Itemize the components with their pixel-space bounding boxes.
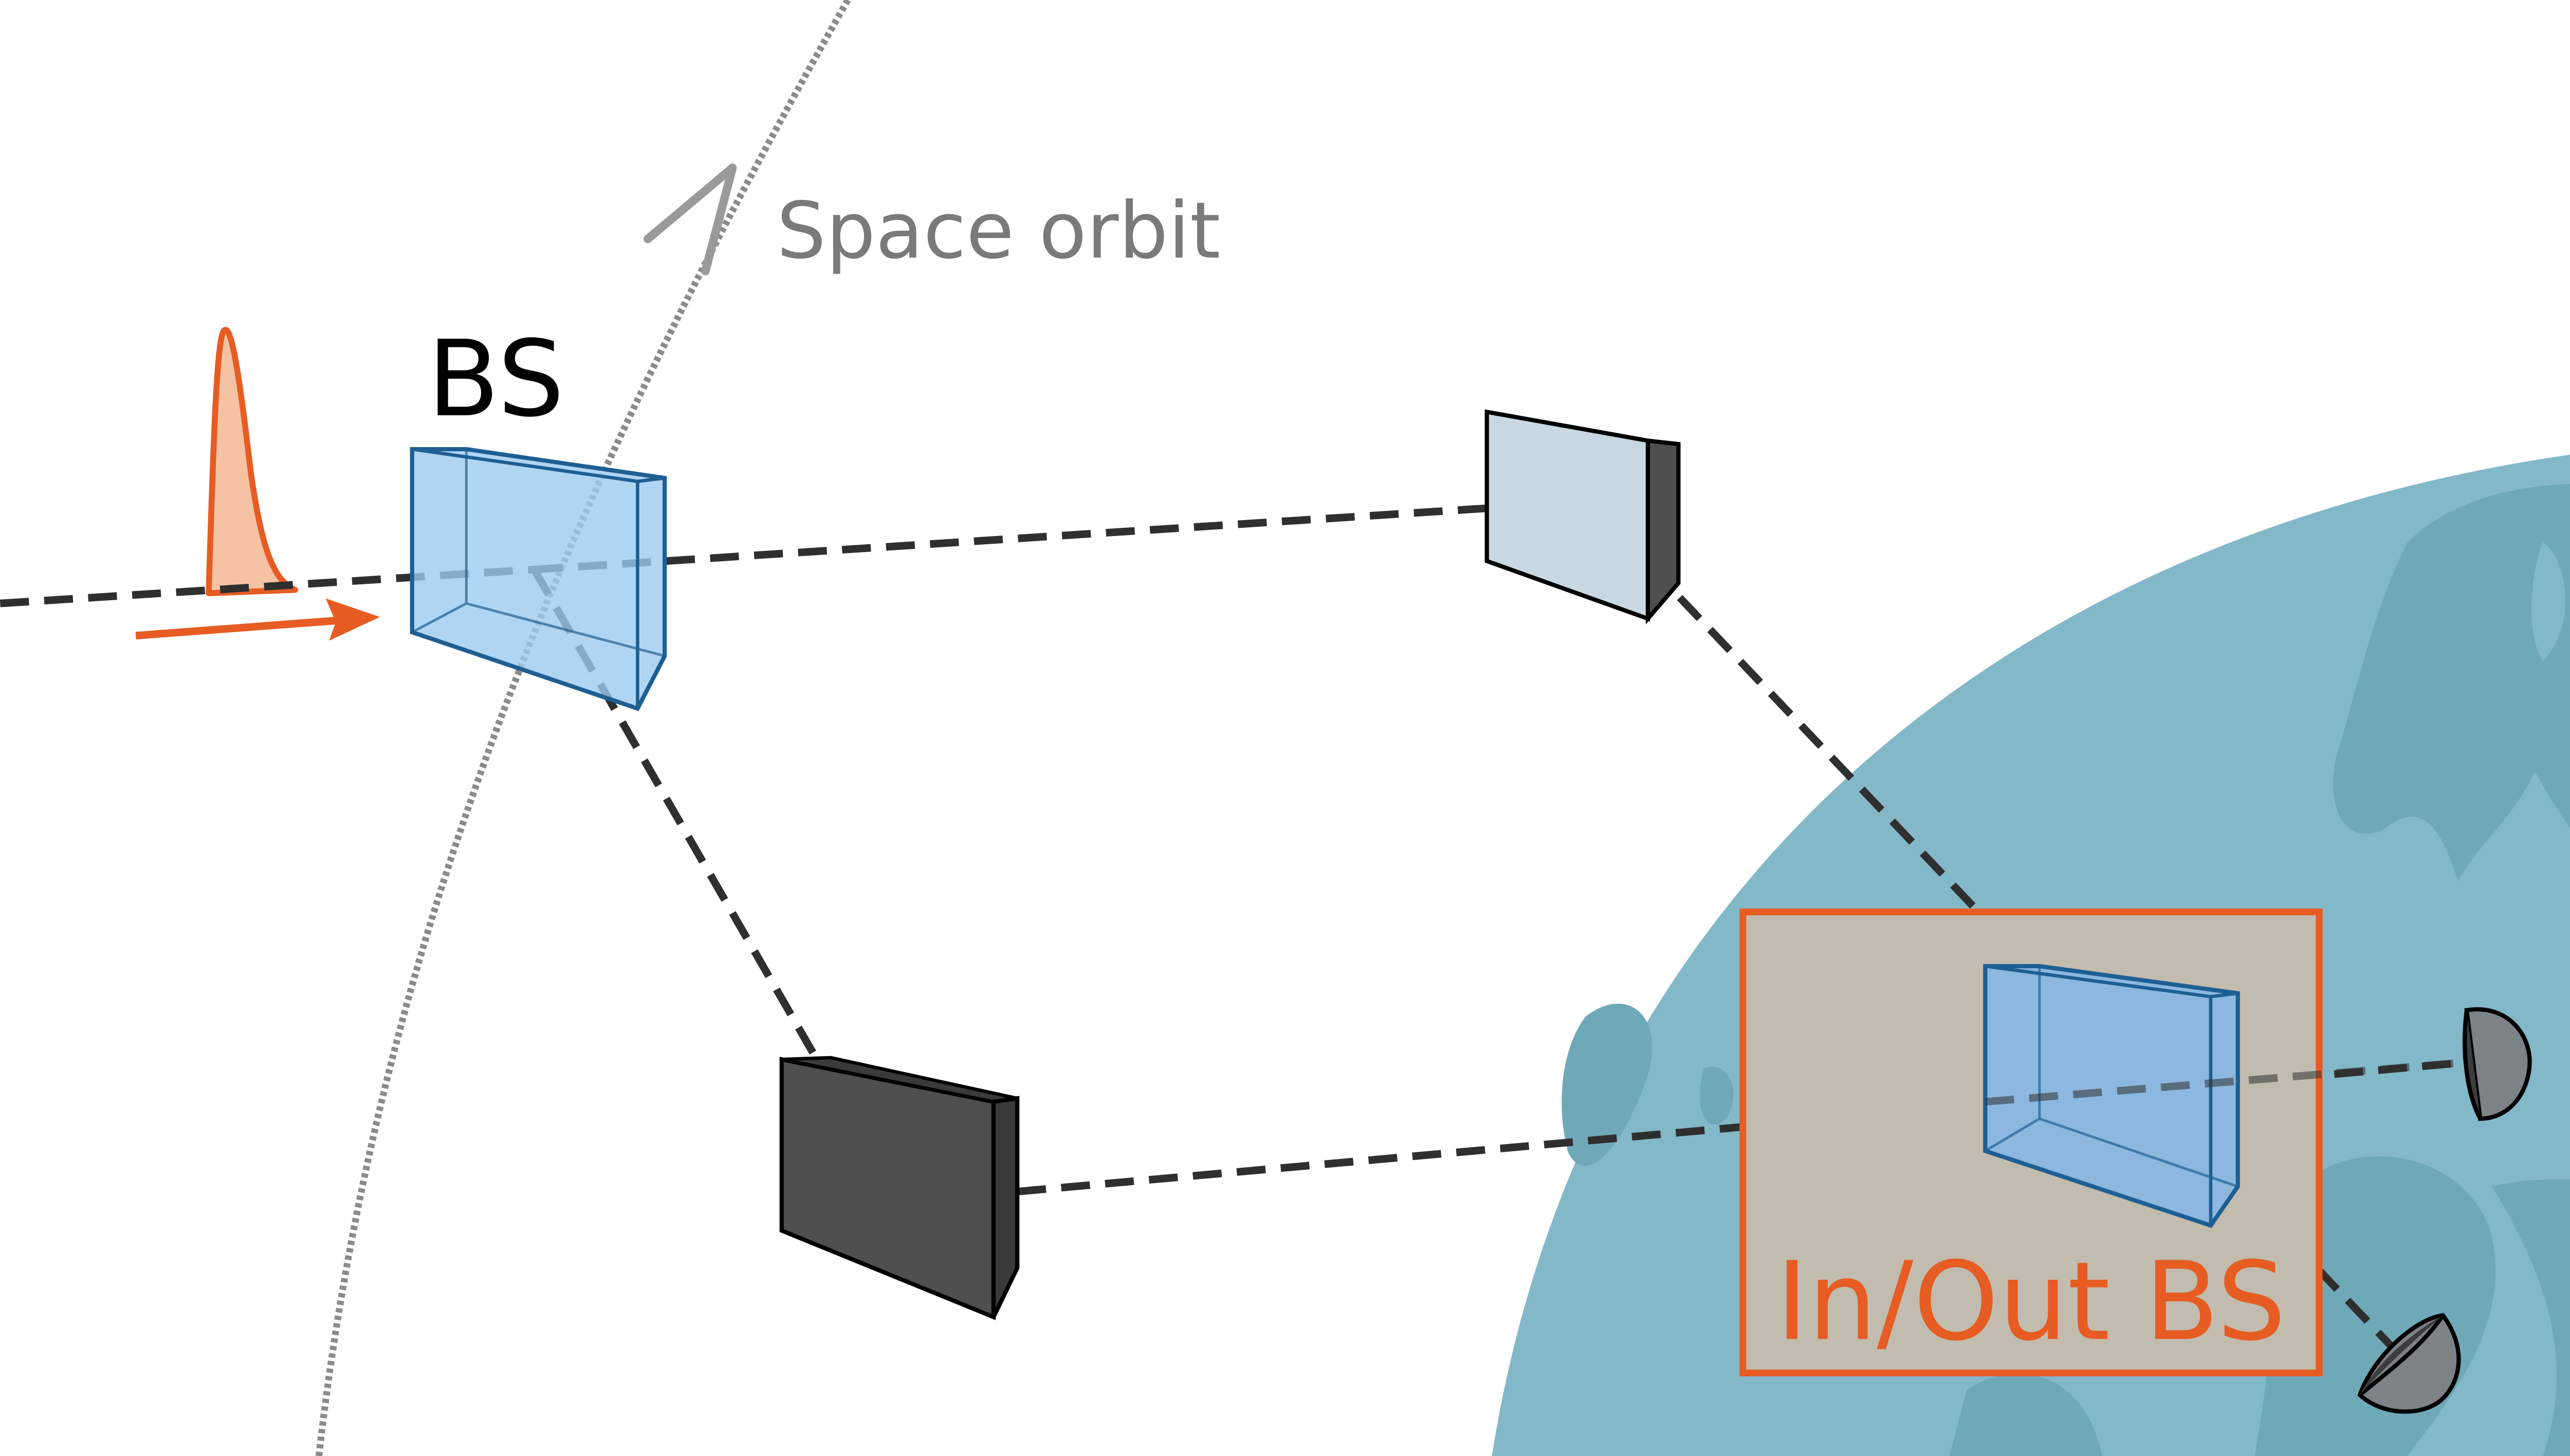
orbit-arc — [315, 0, 851, 1456]
detector-right — [2463, 1007, 2532, 1121]
ground-beamsplitter — [1983, 964, 2240, 1228]
lower-mirror — [779, 1056, 1020, 1320]
beam-upper-arm — [534, 497, 1589, 574]
orbit-direction-arrow — [643, 163, 737, 275]
pulse-waveform — [206, 326, 298, 597]
orbit-label: Space orbit — [777, 185, 1221, 276]
detector-bottom — [2357, 1313, 2461, 1414]
beam-through-bs — [1985, 1059, 2462, 1106]
inout-bs-label: In/Out BS — [1776, 1238, 2286, 1365]
continents — [1562, 484, 2570, 1456]
bs-label: BS — [427, 318, 564, 440]
space-beamsplitter — [410, 447, 667, 711]
upper-mirror — [1484, 409, 1681, 624]
input-arrow — [135, 598, 380, 641]
